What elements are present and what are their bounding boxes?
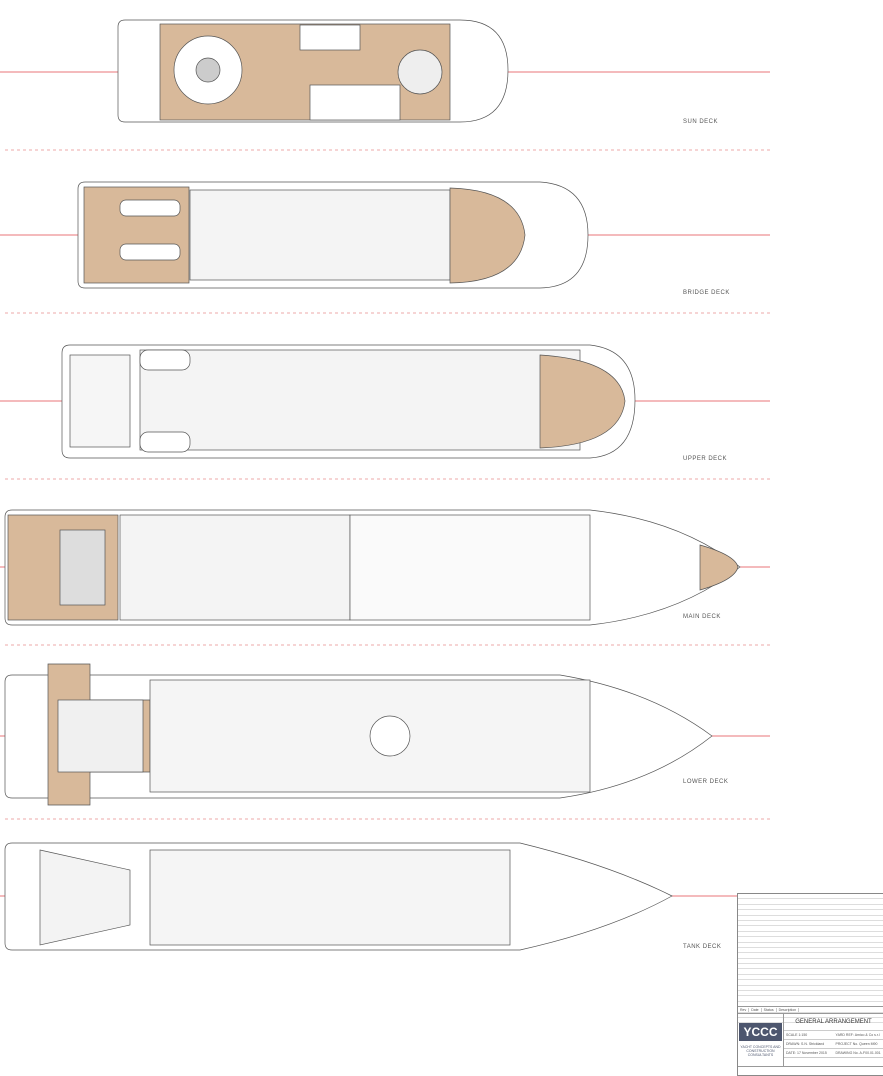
upper-deck-plan	[61, 344, 636, 459]
revision-table	[738, 894, 883, 1024]
drawing-title: GENERAL ARRANGEMENT	[784, 1014, 883, 1031]
yard-ref: YARD REF: Amico & Co s.r.l	[835, 1033, 880, 1037]
deck-label-sun: SUN DECK	[683, 119, 719, 125]
deck-label-bridge: BRIDGE DECK	[683, 290, 730, 296]
sun-deck-plan	[117, 19, 509, 123]
main-deck-plan	[4, 509, 741, 626]
company-name: YACHT CONCEPTS AND CONSTRUCTION CONSULTA…	[740, 1045, 781, 1057]
frame-rulers	[5, 149, 770, 820]
project-number: PROJECT No. Queen M90	[835, 1042, 878, 1046]
drawn-by: DRAWN: S.N. Strickland	[786, 1042, 825, 1046]
logo-mark: YCCC	[739, 1023, 782, 1041]
bridge-deck-plan	[77, 181, 589, 289]
date: DATE: 17 November 2015	[786, 1051, 827, 1055]
drawing-number: DRAWING No. A-F00.01.001	[835, 1051, 881, 1055]
deck-label-upper: UPPER DECK	[683, 456, 728, 462]
deck-label-lower: LOWER DECK	[683, 779, 729, 785]
scale: SCALE 1:150	[786, 1033, 808, 1037]
tank-deck-plan	[4, 842, 673, 951]
title-block: Rev Date Status Description YCCC YACHT C…	[737, 893, 883, 1076]
company-logo: YCCC YACHT CONCEPTS AND CONSTRUCTION CON…	[738, 1014, 784, 1066]
status-col: Status	[762, 1008, 777, 1012]
lower-deck-plan	[4, 663, 713, 806]
description-col: Description	[777, 1008, 800, 1012]
rev-col: Rev	[738, 1008, 750, 1012]
date-col: Date	[749, 1008, 762, 1012]
deck-label-tank: TANK DECK	[683, 944, 722, 950]
revision-header: Rev Date Status Description	[738, 1006, 883, 1014]
deck-label-main: MAIN DECK	[683, 614, 721, 620]
